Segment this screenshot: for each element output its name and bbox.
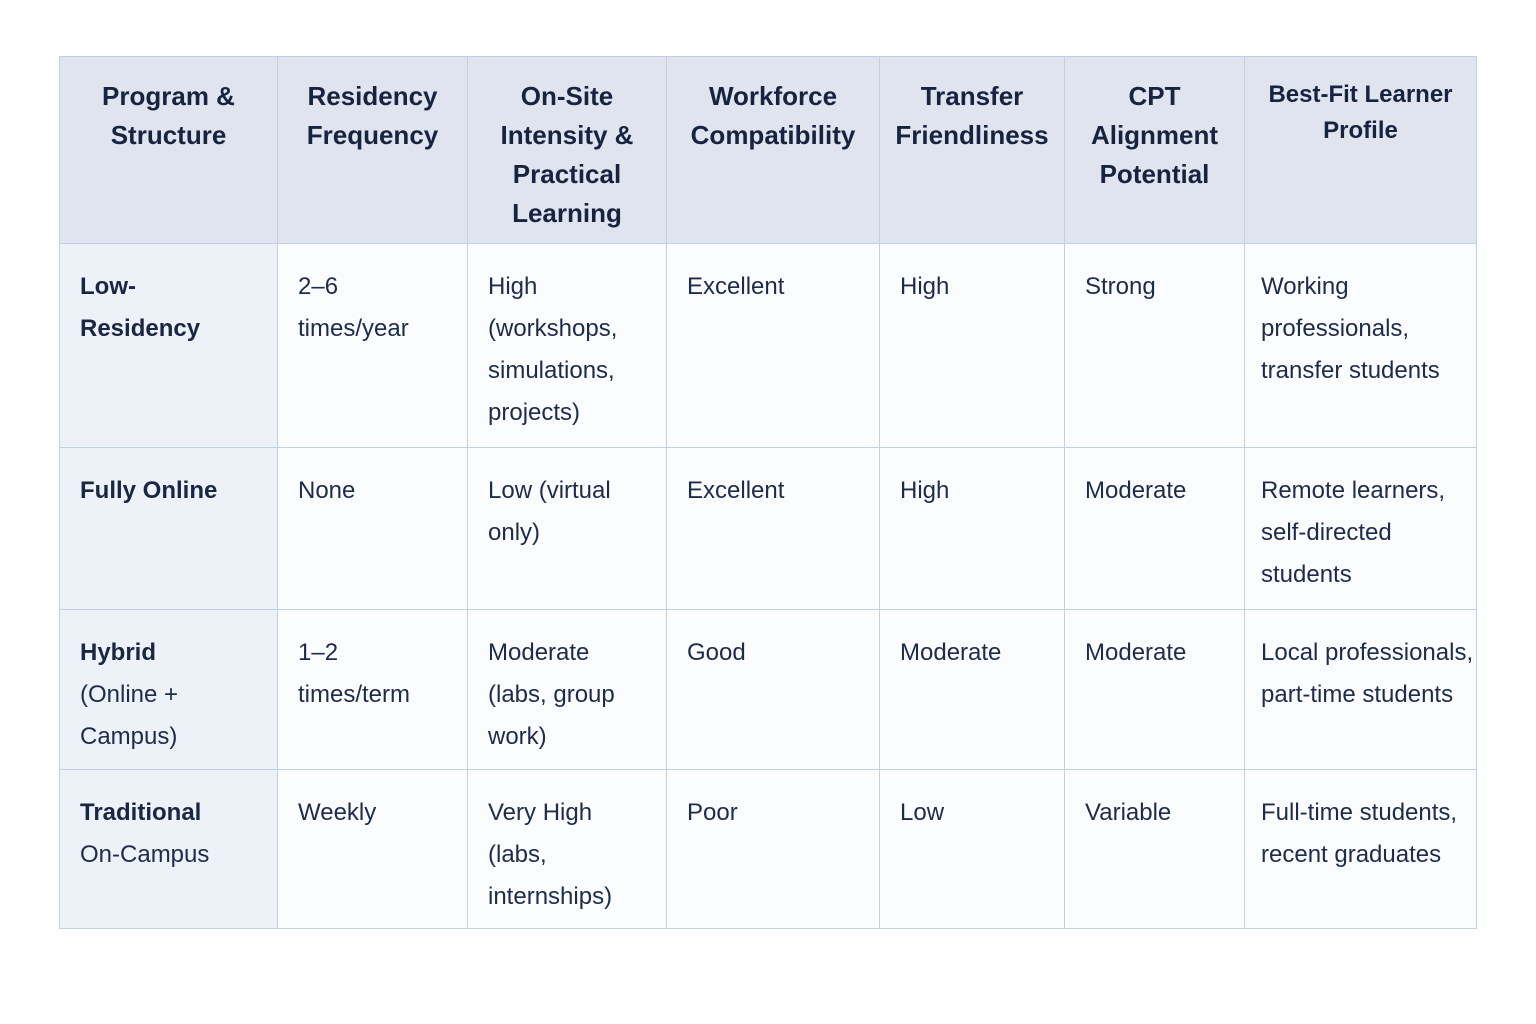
cell-residency-frequency: None (277, 447, 468, 610)
program-name-detail: On-Campus (80, 841, 210, 868)
cell-program: Hybrid (Online + Campus) (59, 609, 278, 770)
header-residency-frequency: Residency Frequency (277, 56, 468, 244)
cell-workforce-compatibility: Excellent (666, 243, 880, 448)
cell-workforce-compatibility: Good (666, 609, 880, 770)
cell-onsite-intensity: Low (virtual only) (467, 447, 667, 610)
cell-transfer-friendliness: Moderate (879, 609, 1065, 770)
cell-cpt-alignment: Moderate (1064, 609, 1245, 770)
cell-transfer-friendliness: High (879, 447, 1065, 610)
cell-residency-frequency: 2–6 times/year (277, 243, 468, 448)
header-best-fit-profile: Best-Fit Learner Profile (1244, 56, 1477, 244)
cell-cpt-alignment: Strong (1064, 243, 1245, 448)
program-comparison-table-wrap: Program & Structure Residency Frequency … (59, 56, 1477, 929)
cell-best-fit-profile: Working professionals, transfer students (1244, 243, 1477, 448)
program-name: Low-Residency (80, 273, 201, 342)
header-cpt-alignment: CPT Alignment Potential (1064, 56, 1245, 244)
cell-program: Low-Residency (59, 243, 278, 448)
cell-cpt-alignment: Moderate (1064, 447, 1245, 610)
cell-transfer-friendliness: High (879, 243, 1065, 448)
program-name: Hybrid (80, 639, 157, 666)
header-row: Program & Structure Residency Frequency … (59, 56, 1477, 244)
table-row-fully-online: Fully Online None Low (virtual only) Exc… (59, 447, 1477, 610)
cell-onsite-intensity: High (workshops, simulations, projects) (467, 243, 667, 448)
header-workforce-compatibility: Workforce Compatibility (666, 56, 880, 244)
header-program-structure: Program & Structure (59, 56, 278, 244)
program-name: Fully Online (80, 477, 218, 504)
program-name: Traditional (80, 799, 202, 826)
cell-program: Traditional On-Campus (59, 769, 278, 929)
cell-best-fit-profile: Full-time students, recent graduates (1244, 769, 1477, 929)
cell-best-fit-profile: Remote learners, self-directed students (1244, 447, 1477, 610)
table-row-hybrid: Hybrid (Online + Campus) 1–2 times/term … (59, 609, 1477, 770)
cell-program: Fully Online (59, 447, 278, 610)
cell-best-fit-profile: Local professionals, part-time students (1244, 609, 1477, 770)
table-row-low-residency: Low-Residency 2–6 times/year High (works… (59, 243, 1477, 448)
cell-onsite-intensity: Very High (labs, internships) (467, 769, 667, 929)
cell-workforce-compatibility: Poor (666, 769, 880, 929)
cell-onsite-intensity: Moderate (labs, group work) (467, 609, 667, 770)
cell-transfer-friendliness: Low (879, 769, 1065, 929)
header-transfer-friendliness: Transfer Friendliness (879, 56, 1065, 244)
header-onsite-intensity: On-Site Intensity & Practical Learning (467, 56, 667, 244)
program-comparison-table: Program & Structure Residency Frequency … (59, 56, 1477, 929)
program-name-detail: (Online + Campus) (80, 681, 179, 750)
table-row-traditional-on-campus: Traditional On-Campus Weekly Very High (… (59, 769, 1477, 929)
cell-workforce-compatibility: Excellent (666, 447, 880, 610)
cell-cpt-alignment: Variable (1064, 769, 1245, 929)
cell-residency-frequency: 1–2 times/term (277, 609, 468, 770)
cell-residency-frequency: Weekly (277, 769, 468, 929)
